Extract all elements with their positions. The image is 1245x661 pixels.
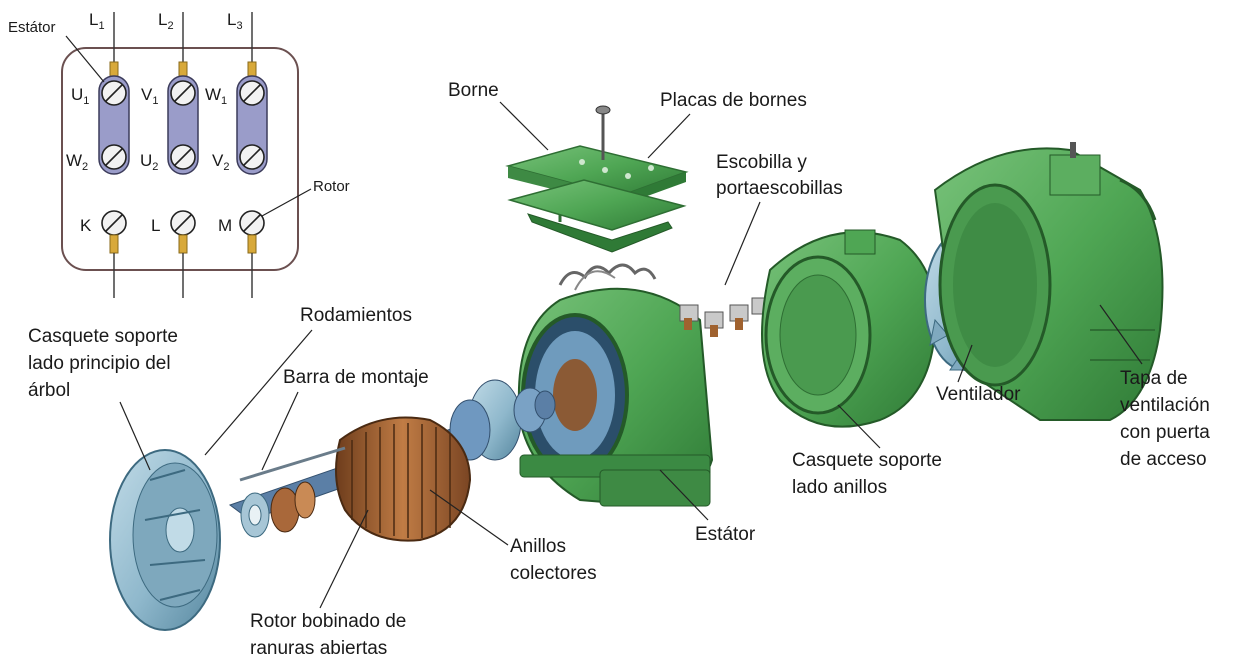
callouts: Borne Placas de bornes Escobilla y porta… <box>28 80 1210 659</box>
terminal-m: M <box>218 216 232 235</box>
label-placas-bornes: Placas de bornes <box>660 90 807 111</box>
label-barra-montaje: Barra de montaje <box>283 367 429 388</box>
label-casquete-anillos-line2: lado anillos <box>792 477 887 498</box>
label-casquete-principio-line1: Casquete soporte <box>28 326 178 347</box>
label-ventilador: Ventilador <box>936 384 1021 405</box>
schematic-stator-label: Estátor <box>8 19 56 36</box>
connector-bottom-3 <box>247 234 257 254</box>
leader-barra-montaje <box>261 391 299 471</box>
label-anillos-line1: Anillos <box>510 536 566 557</box>
leader-anillos <box>429 489 509 546</box>
schematic-rotor-label: Rotor <box>313 178 350 195</box>
drive-end-shield-illustration <box>109 449 270 631</box>
label-casquete-principio-line2: lado principio del <box>28 353 171 374</box>
label-tapa-line1: Tapa de <box>1120 368 1188 389</box>
terminal-u2: U2 <box>140 151 158 173</box>
leader-rodamientos <box>204 329 313 456</box>
ventilation-cover-illustration <box>933 142 1164 421</box>
label-tapa-line2: ventilación <box>1120 395 1210 416</box>
label-escobilla-line1: Escobilla y <box>716 152 807 173</box>
label-estator: Estátor <box>695 524 756 545</box>
leader-escobilla <box>724 201 761 286</box>
leader-tapa <box>1099 304 1143 365</box>
label-tapa-line4: de acceso <box>1120 449 1207 470</box>
terminal-k: K <box>80 216 92 235</box>
terminal-u1: U1 <box>71 85 89 107</box>
leader-rotor-bobinado <box>319 509 369 609</box>
phase-label-l3: L3 <box>227 10 243 32</box>
mounting-bar-illustration <box>239 446 346 482</box>
label-tapa-line3: con puerta <box>1120 422 1210 443</box>
label-borne: Borne <box>448 80 499 101</box>
leader-estator <box>659 469 709 521</box>
terminal-w1: W1 <box>205 85 227 107</box>
wound-rotor-illustration <box>270 416 472 542</box>
label-escobilla-line2: portaescobillas <box>716 178 843 199</box>
label-rotor-bobinado-line2: ranuras abiertas <box>250 638 387 659</box>
leader-casquete-anillos <box>837 404 881 449</box>
label-rodamientos: Rodamientos <box>300 305 412 326</box>
terminal-v2: V2 <box>212 151 229 173</box>
rotor-leader <box>261 188 312 217</box>
leader-placas-bornes <box>647 113 691 159</box>
label-casquete-principio-line3: árbol <box>28 380 70 401</box>
connector-bottom-2 <box>178 234 188 254</box>
terminal-schematic: L1 L2 L3 U1 V1 W1 <box>8 10 350 298</box>
terminal-l: L <box>151 216 160 235</box>
terminal-v1: V1 <box>141 85 158 107</box>
terminal-w2: W2 <box>66 151 88 173</box>
connector-bottom-1 <box>109 234 119 254</box>
phase-label-l2: L2 <box>158 10 174 32</box>
end-shield-ring-side-illustration <box>761 229 937 428</box>
stator-leader <box>65 35 105 83</box>
phase-label-l1: L1 <box>89 10 105 32</box>
terminal-plates-illustration <box>505 105 689 253</box>
label-casquete-anillos-line1: Casquete soporte <box>792 450 942 471</box>
stator-illustration <box>517 263 714 507</box>
label-rotor-bobinado-line1: Rotor bobinado de <box>250 611 406 632</box>
label-anillos-line2: colectores <box>510 563 597 584</box>
leader-casquete-principio <box>119 401 151 471</box>
leader-borne <box>499 101 549 151</box>
leader-ventilador <box>957 344 973 383</box>
terminal-screws <box>101 80 265 236</box>
